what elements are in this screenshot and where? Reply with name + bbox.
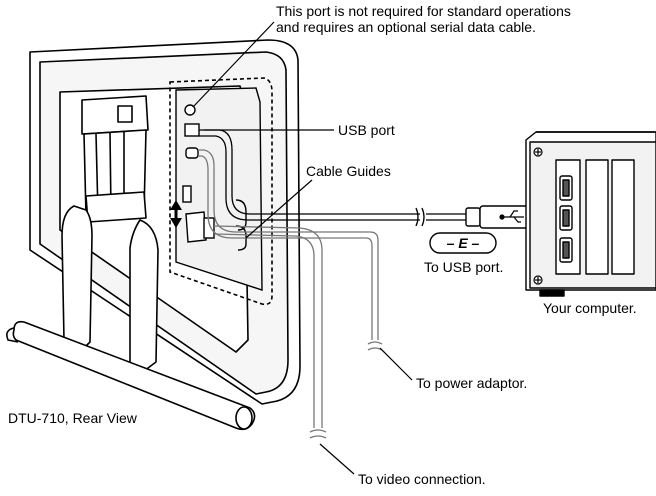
- usb-port-label: USB port: [338, 122, 395, 138]
- serial-port-note-line2: and requires an optional serial data cab…: [276, 19, 536, 35]
- to-usb-port-label: To USB port.: [424, 259, 504, 275]
- to-power-adaptor-label: To power adaptor.: [416, 375, 528, 391]
- usb-e-symbol: [429, 232, 497, 254]
- double-arrow-icon: [170, 200, 182, 228]
- usb-icon: [499, 210, 524, 223]
- serial-port: [184, 104, 196, 116]
- usb-port: [184, 123, 200, 137]
- screw-icon: [533, 147, 543, 285]
- your-computer-label: Your computer.: [543, 300, 637, 316]
- leader-lines: [192, 21, 413, 475]
- rear-view-caption: DTU-710, Rear View: [8, 410, 137, 426]
- serial-port-note: This port is not required for standard o…: [276, 3, 571, 35]
- cable-guides-label: Cable Guides: [306, 163, 391, 179]
- connector-panel: [169, 77, 273, 306]
- cables: [198, 129, 466, 439]
- stand: [6, 95, 256, 431]
- serial-port-note-line1: This port is not required for standard o…: [276, 3, 571, 19]
- to-video-connection-label: To video connection.: [358, 471, 486, 487]
- computer: [525, 131, 656, 297]
- e-symbol-text: – E –: [447, 235, 480, 251]
